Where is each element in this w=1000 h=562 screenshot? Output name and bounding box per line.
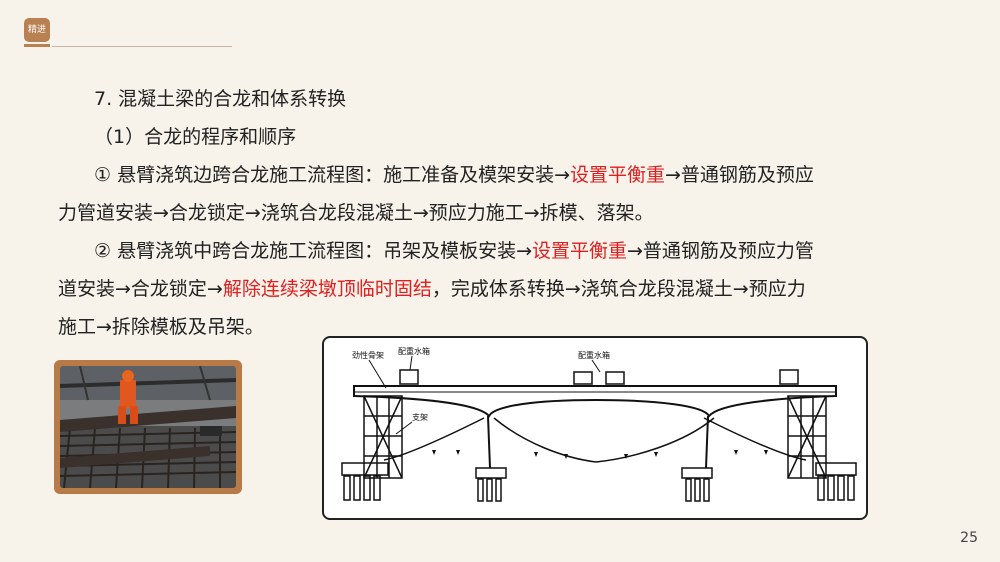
item2-text-a: ② 悬臂浇筑中跨合龙施工流程图：吊架及模板安装→ xyxy=(94,240,532,262)
logo-underline xyxy=(24,44,50,47)
item2-line2: 道安装→合龙锁定→解除连续梁墩顶临时固结，完成体系转换→浇筑合龙段混凝土→预应力 xyxy=(58,270,948,308)
item2-highlight: 设置平衡重 xyxy=(532,240,628,262)
construction-photo-illustration xyxy=(60,366,236,488)
bridge-girder xyxy=(353,385,837,418)
label-support: 支架 xyxy=(412,412,428,422)
water-tank-left xyxy=(399,369,419,385)
water-tank-mid-left xyxy=(573,371,593,385)
header-divider xyxy=(52,46,232,47)
label-counterweight-tank-mid: 配重水箱 xyxy=(578,350,610,360)
section-title: 7. 混凝土梁的合龙和体系转换 xyxy=(94,88,347,110)
item2-text-d: ，完成体系转换→浇筑合龙段混凝土→预应力 xyxy=(431,278,806,300)
item1-text-b: →普通钢筋及预应 xyxy=(665,164,814,186)
construction-photo xyxy=(60,366,236,488)
construction-photo-frame xyxy=(54,360,242,494)
support-tower-left xyxy=(363,395,403,479)
water-tank-mid-right xyxy=(605,371,625,385)
slide-body: 7. 混凝土梁的合龙和体系转换 （1）合龙的程序和顺序 ① 悬臂浇筑边跨合龙施工… xyxy=(58,80,948,346)
logo-badge: 精进 xyxy=(24,18,50,42)
section-subtitle: （1）合龙的程序和顺序 xyxy=(94,126,297,148)
item1-line2: 力管道安装→合龙锁定→浇筑合龙段混凝土→预应力施工→拆模、落架。 xyxy=(58,202,654,224)
label-counterweight-tank-left: 配重水箱 xyxy=(398,346,430,356)
item2-highlight-2: 解除连续梁墩顶临时固结 xyxy=(222,278,432,300)
support-tower-right xyxy=(787,395,827,479)
bridge-diagram-drawing: 劲性骨架 配重水箱 配重水箱 支架 xyxy=(341,346,857,502)
item1-highlight: 设置平衡重 xyxy=(570,164,666,186)
page-number: 25 xyxy=(960,530,978,546)
bridge-closure-diagram: 劲性骨架 配重水箱 配重水箱 支架 xyxy=(322,336,868,520)
item2-text-c: 道安装→合龙锁定→ xyxy=(58,278,223,300)
item2-text-b: →普通钢筋及预应力管 xyxy=(627,240,814,262)
pier-cap-1 xyxy=(341,462,389,476)
item2-line1: ② 悬臂浇筑中跨合龙施工流程图：吊架及模板安装→设置平衡重→普通钢筋及预应力管 xyxy=(58,232,948,270)
pier-cap-3 xyxy=(681,467,713,479)
label-rigid-skeleton: 劲性骨架 xyxy=(352,350,384,360)
item1-line1: ① 悬臂浇筑边跨合龙施工流程图：施工准备及模架安装→设置平衡重→普通钢筋及预应 xyxy=(58,156,948,194)
pier-cap-2 xyxy=(475,467,507,479)
water-tank-right xyxy=(779,369,799,385)
item2-line3: 施工→拆除模板及吊架。 xyxy=(58,316,264,338)
pier-cap-4 xyxy=(815,462,857,476)
item1-text-a: ① 悬臂浇筑边跨合龙施工流程图：施工准备及模架安装→ xyxy=(94,164,570,186)
